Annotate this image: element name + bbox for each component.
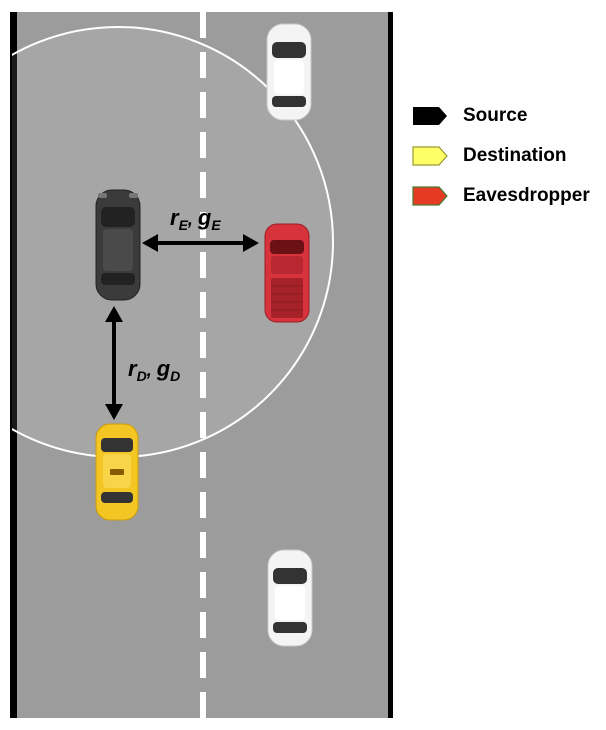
eavesdropper-link-arrow [142, 234, 259, 252]
legend-tag-icon [412, 146, 448, 166]
legend-label: Destination [463, 145, 567, 166]
legend-tag-icon [412, 186, 448, 206]
destination-link-label: rD, gD [128, 356, 180, 384]
legend: Source Destination Eavesdropper [412, 96, 590, 216]
legend-tag-icon [413, 107, 447, 125]
white-car-bottom-icon [267, 549, 313, 647]
eavesdropper-link-label: rE, gE [170, 205, 221, 233]
legend-label: Eavesdropper [463, 185, 590, 206]
road-right-edge [388, 12, 393, 718]
road-left-edge [10, 12, 17, 718]
destination-vehicle-icon [95, 423, 139, 521]
destination-link-arrow [105, 306, 123, 420]
legend-item-source: Source [412, 96, 590, 136]
legend-label: Source [463, 105, 528, 126]
legend-item-eavesdropper: Eavesdropper [412, 176, 590, 216]
road [12, 12, 392, 718]
source-vehicle-icon [95, 189, 141, 301]
legend-item-destination: Destination [412, 136, 590, 176]
white-car-top-icon [266, 23, 312, 121]
eavesdropper-vehicle-icon [264, 223, 310, 323]
